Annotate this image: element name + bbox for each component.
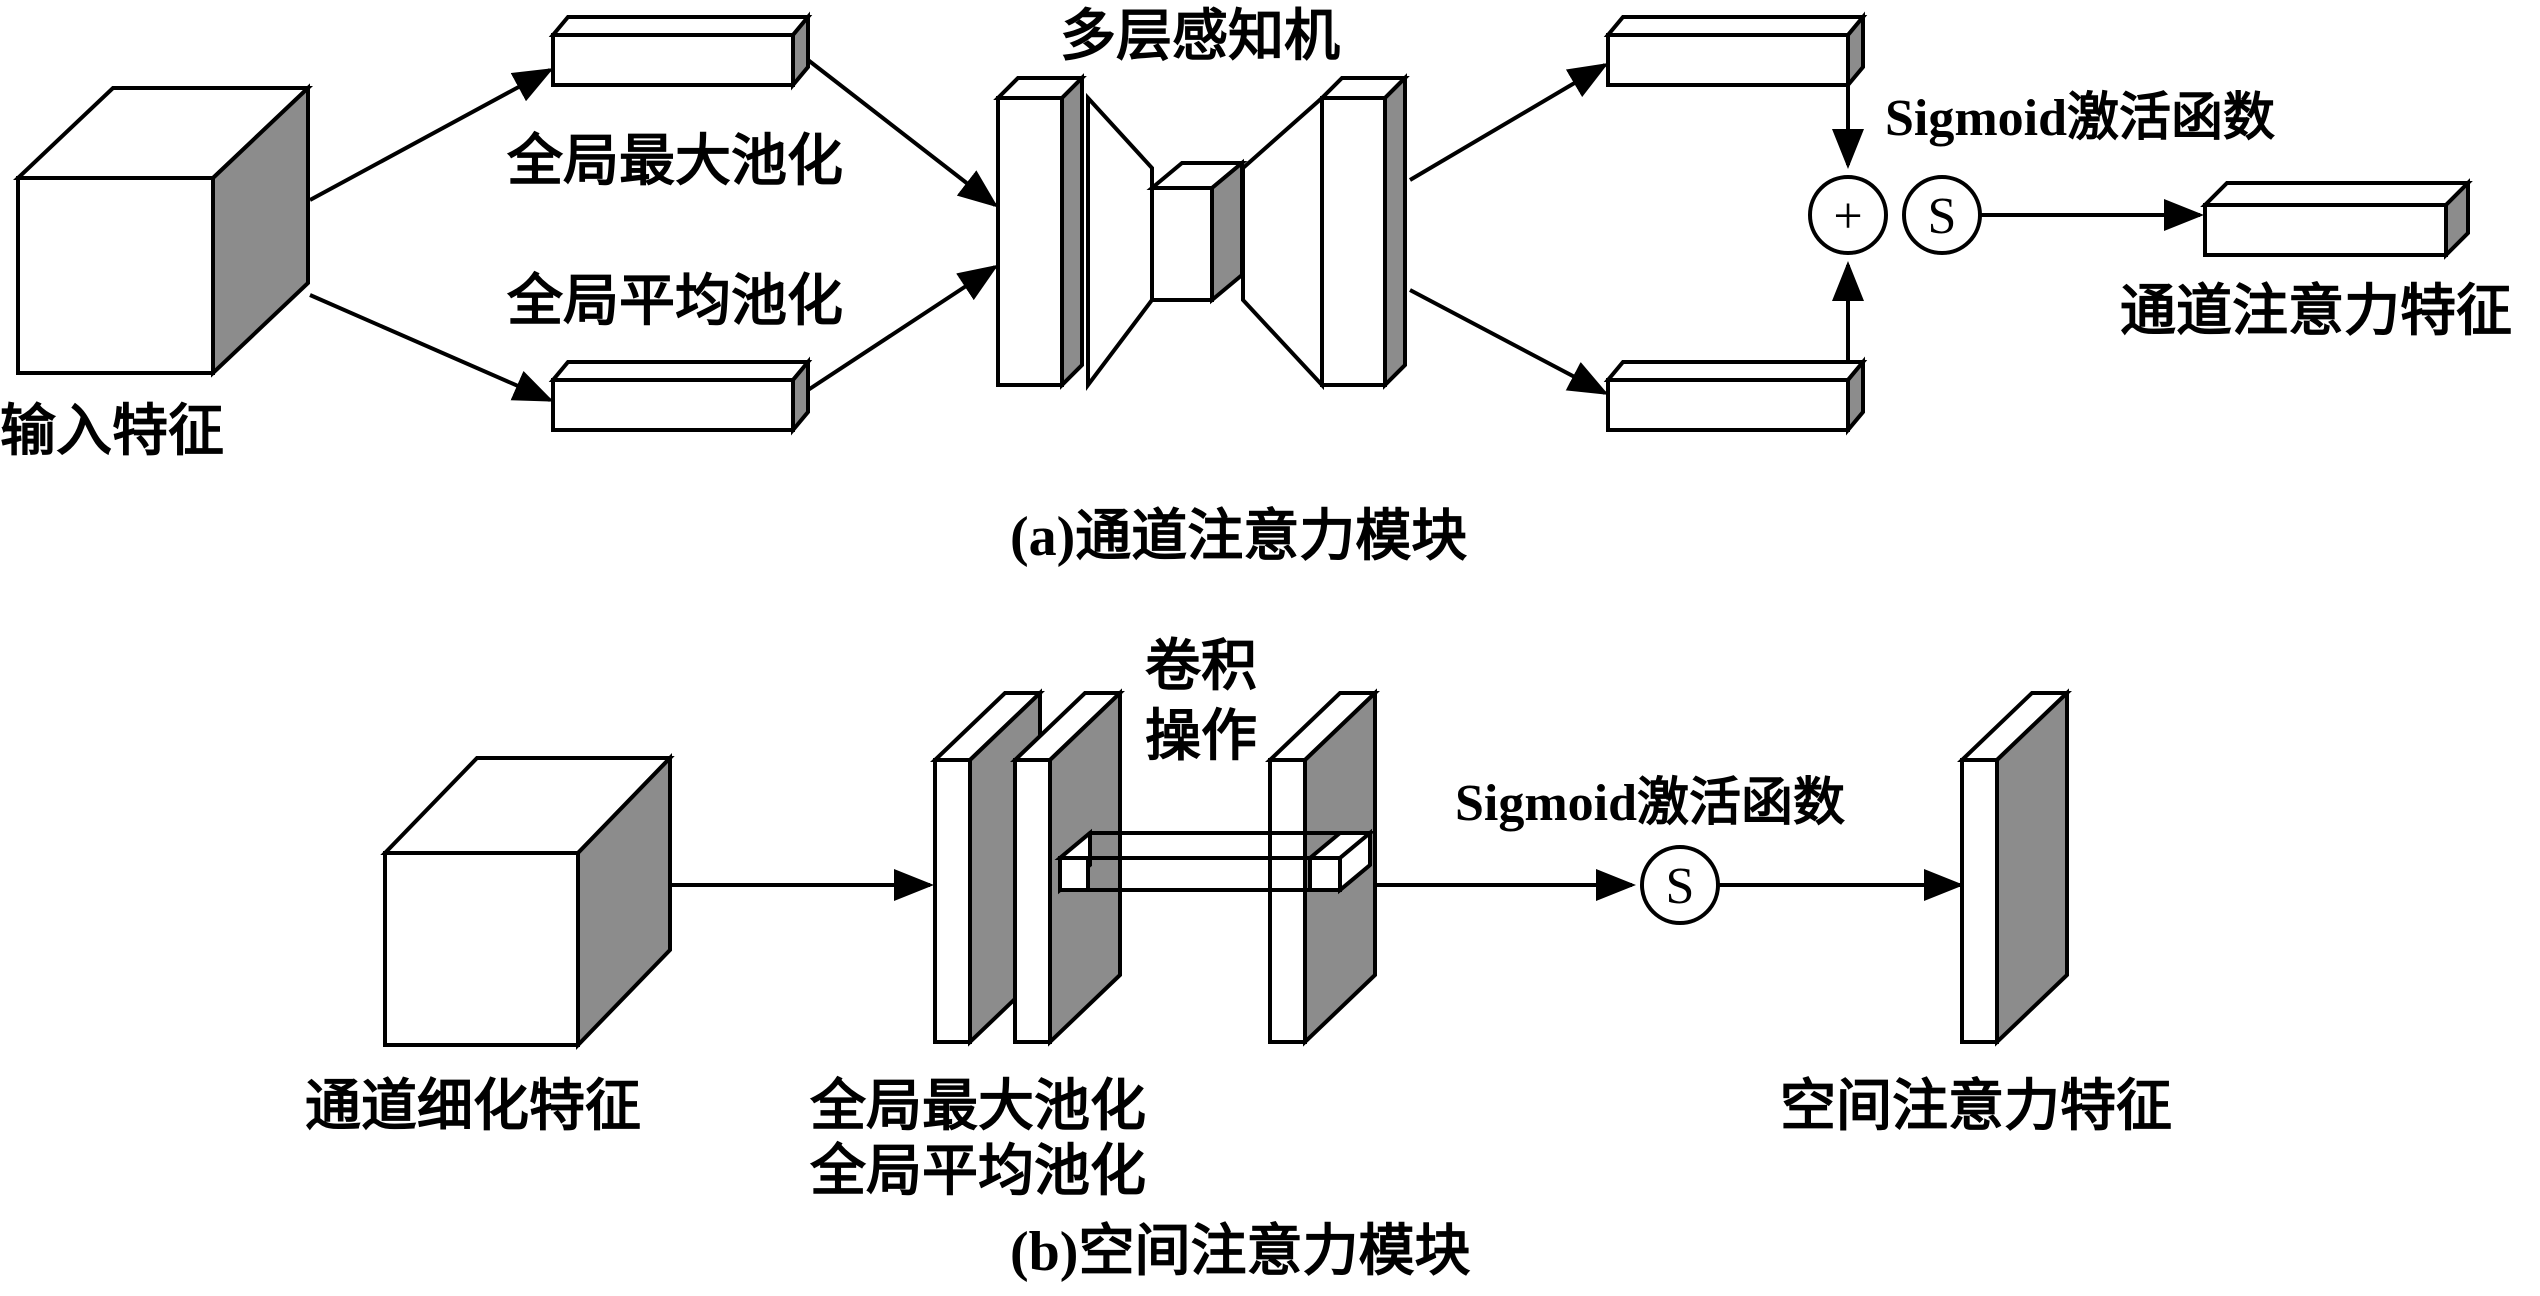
- arrow-mlp-to-top-output: [1408, 62, 1609, 182]
- arrow-avg-pool-to-mlp: [806, 264, 999, 392]
- panel-b-caption: (b)空间注意力模块: [1010, 1221, 1470, 1283]
- sigmoid-label-a: Sigmoid激活函数: [1885, 89, 2275, 147]
- panel-a-caption: (a)通道注意力模块: [1010, 506, 1467, 568]
- conv-kernel-bar: [1054, 828, 1376, 895]
- sigmoid-label-b: Sigmoid激活函数: [1455, 774, 1845, 832]
- refined-feature-label: 通道细化特征: [305, 1076, 641, 1138]
- pool-label-line2: 全局平均池化: [809, 1141, 1146, 1203]
- arrow-max-pool-to-mlp: [806, 58, 999, 208]
- conv-label-line2: 操作: [1145, 706, 1257, 768]
- sigmoid-s-a: S: [1928, 188, 1957, 245]
- input-feature-label: 输入特征: [0, 401, 224, 463]
- arrow-mlp-to-bottom-output: [1409, 288, 1609, 395]
- element-wise-add-symbol: [1808, 175, 1888, 255]
- mlp-block: [993, 73, 1410, 391]
- channel-attention-panel: 输入特征 全局最大池化 全局平均池化: [0, 6, 2512, 568]
- channel-attention-output-label: 通道注意力特征: [2120, 281, 2512, 343]
- refined-feature-cube: [380, 753, 675, 1050]
- spatial-attention-output-label: 空间注意力特征: [1780, 1076, 2172, 1138]
- mlp-label: 多层感知机: [1060, 6, 1340, 68]
- arrow-input-to-max-pool: [309, 68, 554, 202]
- pool-label-line1: 全局最大池化: [809, 1076, 1146, 1138]
- conv-label-line1: 卷积: [1145, 636, 1257, 698]
- arrow-input-to-avg-pool: [309, 293, 554, 402]
- input-feature-cube: [12, 83, 314, 378]
- spatial-attention-panel: 通道细化特征: [305, 636, 2172, 1283]
- avg-pool-label: 全局平均池化: [506, 271, 843, 333]
- mlp-output-bar-bottom: [1603, 356, 1868, 436]
- mlp-output-bar-top: [1603, 11, 1868, 91]
- plus-sign: +: [1833, 188, 1862, 245]
- sigmoid-s-b: S: [1666, 858, 1695, 915]
- spatial-attention-output-map: [1957, 688, 2072, 1047]
- avg-pool-bar: [548, 356, 813, 436]
- max-pool-label: 全局最大池化: [506, 131, 843, 193]
- channel-attention-output-bar: [2200, 178, 2473, 260]
- max-pool-bar: [548, 11, 813, 91]
